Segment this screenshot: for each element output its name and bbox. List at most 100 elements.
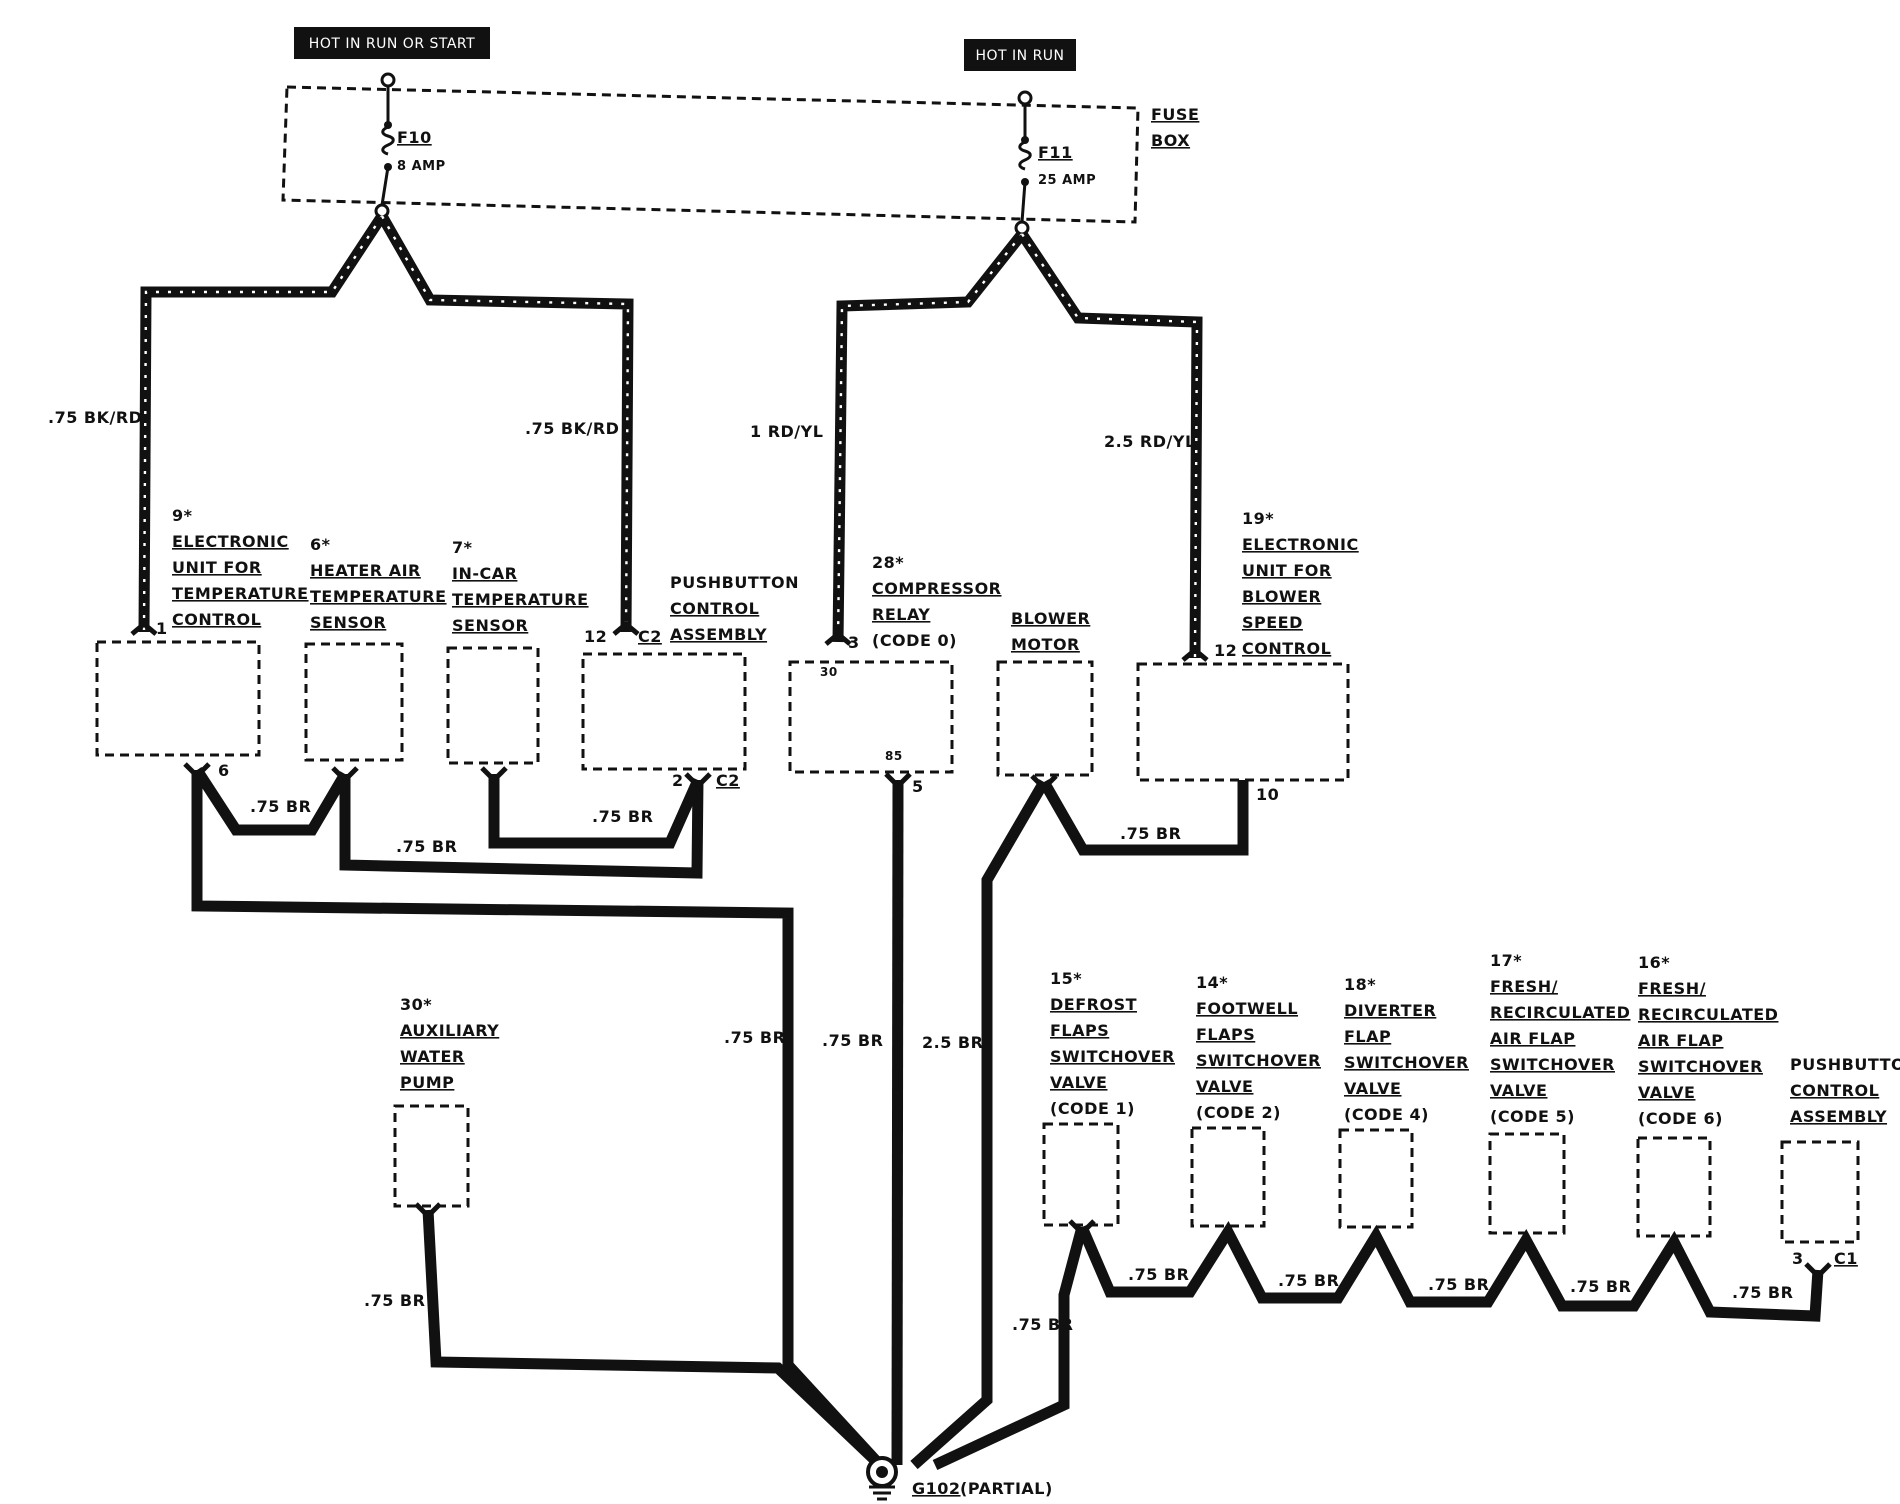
terminal-icon: [380, 72, 396, 88]
component-label: VALVE: [1344, 1079, 1401, 1098]
component-ref: 7*: [452, 538, 473, 557]
component-label: RELAY: [872, 605, 930, 624]
fuse-box: FUSE BOX: [281, 85, 1199, 224]
component-label: VALVE: [1638, 1083, 1695, 1102]
component-ref: 17*: [1490, 951, 1522, 970]
component-label: UNIT FOR: [1242, 561, 1332, 580]
pin-number: 3: [1792, 1249, 1804, 1268]
wire-label: 2.5 RD/YL: [1104, 432, 1196, 451]
diverter-flap-switchover-valve: 18* DIVERTER FLAP SWITCHOVER VALVE (CODE…: [1338, 975, 1468, 1229]
component-label: ASSEMBLY: [670, 625, 767, 644]
fuse-name: F10: [397, 128, 432, 147]
power-wire-labels: .75 BK/RD .75 BK/RD 1 RD/YL 2.5 RD/YL: [48, 408, 1196, 451]
component-label: HEATER AIR: [310, 561, 421, 580]
component-label: DEFROST: [1050, 995, 1137, 1014]
wire-label: .75 BR: [1012, 1315, 1073, 1334]
fuse-rating: 25 AMP: [1038, 173, 1096, 188]
pin-number: 12: [584, 627, 607, 646]
component-label: FLAPS: [1196, 1025, 1255, 1044]
component-code: (CODE 1): [1050, 1099, 1135, 1118]
component-box: [996, 660, 1094, 777]
component-ref: 28*: [872, 553, 904, 572]
component-label: AIR FLAP: [1638, 1031, 1723, 1050]
wire-label: .75 BR: [1732, 1283, 1793, 1302]
pin-number: 30: [820, 665, 838, 679]
wire-label: .75 BK/RD: [525, 419, 619, 438]
wire-label: .75 BR: [396, 837, 457, 856]
component-box: [304, 642, 404, 762]
wire-label: .75 BK/RD: [48, 408, 142, 427]
component-label: BLOWER: [1011, 609, 1090, 628]
wire-label: .75 BR: [1570, 1277, 1631, 1296]
component-label: CONTROL: [172, 610, 261, 629]
component-label: FLAPS: [1050, 1021, 1109, 1040]
component-label: ELECTRONIC: [172, 532, 289, 551]
pin-number: 2: [672, 771, 684, 790]
component-box: [1042, 1122, 1120, 1227]
power-tag-label: HOT IN RUN: [975, 48, 1064, 64]
fuse-name: F11: [1038, 143, 1073, 162]
ground-wire-labels: .75 BR .75 BR .75 BR .75 BR .75 BR .75 B…: [250, 797, 1793, 1334]
component-box: [1780, 1140, 1860, 1244]
component-label: FOOTWELL: [1196, 999, 1298, 1018]
component-ref: 19*: [1242, 509, 1274, 528]
component-ref: 9*: [172, 506, 193, 525]
in-car-temperature-sensor: 7* IN-CAR TEMPERATURE SENSOR: [446, 538, 588, 765]
component-label: TEMPERATURE: [172, 584, 309, 603]
wire-label: .75 BR: [592, 807, 653, 826]
component-code: (CODE 2): [1196, 1103, 1281, 1122]
wire-label: 1 RD/YL: [750, 422, 823, 441]
power-tag-label: HOT IN RUN OR START: [309, 36, 475, 52]
component-label: CONTROL: [670, 599, 759, 618]
component-label: VALVE: [1490, 1081, 1547, 1100]
fuse-box-label: FUSE: [1151, 105, 1199, 124]
component-box: [1488, 1132, 1566, 1235]
component-label: FRESH/: [1490, 977, 1558, 996]
fuse-rating: 8 AMP: [397, 159, 446, 174]
power-wires: [130, 212, 1209, 662]
wire-label: .75 BR: [1120, 824, 1181, 843]
component-box: [1338, 1128, 1414, 1229]
power-tag-hot-in-run: HOT IN RUN: [964, 39, 1076, 71]
pin-number: 10: [1256, 785, 1279, 804]
component-label: VALVE: [1196, 1077, 1253, 1096]
wire-label: .75 BR: [1278, 1271, 1339, 1290]
wire-label: .75 BR: [1428, 1275, 1489, 1294]
wire-label: 2.5 BR: [922, 1033, 983, 1052]
compressor-relay: 28* COMPRESSOR RELAY (CODE 0) 3 30 85 5: [788, 553, 1001, 796]
component-code: (CODE 4): [1344, 1105, 1429, 1124]
component-label: SENSOR: [310, 613, 386, 632]
pin-number: 5: [912, 777, 924, 796]
component-ref: 15*: [1050, 969, 1082, 988]
component-label: CONTROL: [1242, 639, 1331, 658]
fresh-recirculated-air-flap-valve-code-5: 17* FRESH/ RECIRCULATED AIR FLAP SWITCHO…: [1488, 951, 1630, 1235]
fuse-f10: F10 8 AMP: [374, 72, 446, 219]
pin-number: 1: [156, 619, 168, 638]
component-code: (CODE 0): [872, 631, 957, 650]
component-box: [1136, 662, 1350, 782]
auxiliary-water-pump: 30* AUXILIARY WATER PUMP: [393, 995, 499, 1208]
ground-note: (PARTIAL): [960, 1479, 1053, 1498]
ecu-temperature-control: 9* ELECTRONIC UNIT FOR TEMPERATURE CONTR…: [95, 506, 309, 780]
component-box: [1190, 1126, 1266, 1228]
blower-motor: BLOWER MOTOR: [996, 609, 1094, 777]
component-label: SWITCHOVER: [1638, 1057, 1763, 1076]
component-ref: 18*: [1344, 975, 1376, 994]
component-label: CONTROL: [1790, 1081, 1879, 1100]
component-label: RECIRCULATED: [1490, 1003, 1630, 1022]
component-label: SWITCHOVER: [1196, 1051, 1321, 1070]
pin-number: 12: [1214, 641, 1237, 660]
power-tag-hot-in-run-or-start: HOT IN RUN OR START: [294, 27, 490, 59]
component-label: IN-CAR: [452, 564, 517, 583]
connector-id: C1: [1834, 1249, 1858, 1268]
component-box: [393, 1104, 470, 1208]
footwell-flaps-switchover-valve: 14* FOOTWELL FLAPS SWITCHOVER VALVE (COD…: [1190, 973, 1321, 1228]
component-box: [1636, 1136, 1712, 1238]
pushbutton-control-assembly-bottom: PUSHBUTTON CONTROL ASSEMBLY 3 C1: [1780, 1055, 1900, 1268]
component-label: ASSEMBLY: [1790, 1107, 1887, 1126]
component-ref: 14*: [1196, 973, 1228, 992]
component-label: SENSOR: [452, 616, 528, 635]
component-label: UNIT FOR: [172, 558, 262, 577]
ground-g102: G102 (PARTIAL): [866, 1456, 1053, 1501]
